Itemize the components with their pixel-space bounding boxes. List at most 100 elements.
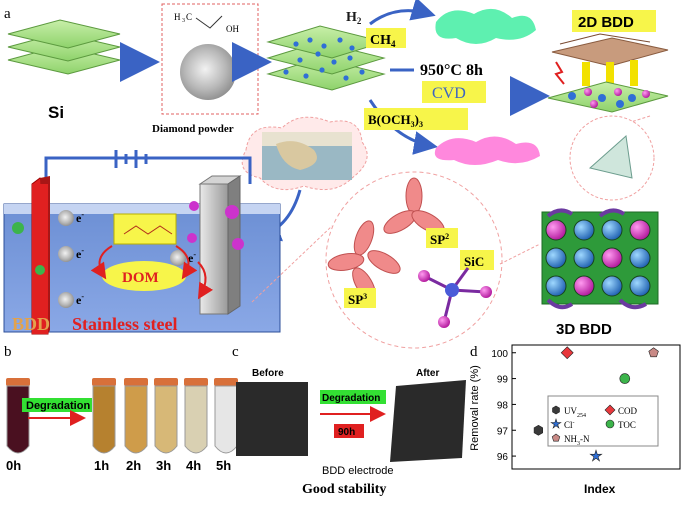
before-label: Before [252, 368, 284, 379]
data-point-cod [560, 346, 574, 360]
tube-cap [184, 378, 208, 386]
arrow-steel [197, 261, 214, 300]
diamond-powder-image [180, 44, 236, 100]
after-label: After [416, 368, 439, 379]
bdd-label: BDD [12, 314, 50, 334]
ethanol-sub3: 3 [182, 18, 185, 24]
boron-gas-cloud [434, 136, 540, 165]
degradation-b-bg [22, 398, 92, 412]
legend-marker [552, 405, 560, 415]
zoom-line-3 [499, 243, 541, 265]
sp2-label-bg [426, 228, 458, 248]
ethanol-c: C [186, 12, 192, 22]
panel-a-label: a [4, 6, 11, 22]
time-0h: 0h [6, 458, 21, 473]
bdd-grain [642, 90, 650, 98]
sic-label: SiC [464, 254, 484, 269]
degradation-c-label: Degradation [322, 393, 380, 404]
boron-label: B(OCH3)3 [368, 112, 423, 129]
legend-label: NH3-N [564, 434, 590, 447]
arrow-to-ch4 [369, 0, 436, 26]
diamond-seed [337, 37, 343, 43]
bdd3d-ball [545, 219, 567, 241]
degradation-c-bg [320, 390, 386, 404]
bubble [232, 238, 244, 250]
electron-label: e- [188, 250, 196, 265]
bdd-grain [584, 88, 592, 96]
ch4-gas-cloud [435, 8, 536, 44]
tube-cap [6, 378, 30, 386]
bdd3d-ball [573, 247, 595, 269]
tube-cap [154, 378, 178, 386]
bdd3d-ball [573, 219, 595, 241]
bubble [189, 201, 199, 211]
diamond-seed [315, 51, 321, 57]
diamond-seed [307, 37, 313, 43]
bdd3d-ball [545, 275, 567, 297]
diamond-seed [297, 57, 303, 63]
bdd-grain [590, 100, 598, 108]
legend-marker [551, 433, 561, 442]
ch4-label-bg [366, 28, 406, 48]
cvd-label-bg [422, 81, 486, 103]
electron-label: e- [76, 292, 84, 307]
si-wafer-stack [7, 19, 121, 75]
tube-cap [214, 378, 238, 386]
legend-marker [550, 417, 562, 429]
condition-label: 950°C 8h [420, 62, 483, 79]
sp3-orbital [327, 220, 401, 301]
time-label: 3h [156, 458, 171, 473]
bdd2d-reactor [547, 33, 669, 113]
time-label: 4h [186, 458, 201, 473]
electron-ball [58, 246, 74, 262]
data-point-toc [619, 373, 631, 384]
bdd2d-label: 2D BDD [578, 14, 634, 31]
ethanol-h3: H [174, 12, 181, 22]
panel-d-label: d [470, 344, 478, 360]
diamond-seed [349, 45, 355, 51]
electrode-before [236, 382, 308, 456]
bdd3d-ball [545, 247, 567, 269]
diamond-seed [319, 67, 325, 73]
ch4-label: CH4 [370, 33, 396, 49]
sp3-label: SP3 [348, 292, 367, 307]
degradation-b-label: Degradation [26, 400, 90, 412]
diamond-seed [359, 69, 365, 75]
bdd3d-ball [573, 275, 595, 297]
bdd-electrode [31, 176, 50, 335]
dom-ellipse [102, 261, 186, 291]
electron-ball [58, 210, 74, 226]
tube-cap [92, 378, 116, 386]
bdd3d-ball [629, 275, 651, 297]
hours-bg [334, 424, 364, 438]
bubble [35, 265, 45, 275]
bdd-grain [598, 94, 606, 102]
panel-b-label: b [4, 344, 12, 360]
diamond-seed [347, 55, 353, 61]
time-label: 5h [216, 458, 231, 473]
stainless-steel-label: Stainless steel [72, 314, 178, 334]
diamond-seed [343, 75, 349, 81]
arrow-dom-right [175, 245, 198, 280]
electron-label: e- [76, 246, 84, 261]
cvd-label: CVD [432, 85, 466, 102]
y-tick-label: 98 [497, 400, 509, 411]
si-label: Si [48, 103, 64, 122]
bubble [187, 233, 197, 243]
data-point-cl [589, 449, 603, 462]
sp3-label-bg [344, 288, 376, 308]
boron-label-bg [364, 108, 468, 130]
bdd3d-ball [601, 219, 623, 241]
dom-label: DOM [122, 270, 159, 286]
dom-molecule [123, 225, 173, 235]
sample-tube [214, 385, 238, 454]
data-point-uv [533, 424, 543, 436]
legend-box [547, 395, 659, 447]
sample-tube [124, 385, 148, 454]
y-axis-title: Removal rate (%) [469, 365, 481, 451]
electron-ball [58, 292, 74, 308]
legend-label: COD [618, 406, 638, 416]
y-tick-label: 100 [491, 349, 508, 360]
time-label: 1h [94, 458, 109, 473]
